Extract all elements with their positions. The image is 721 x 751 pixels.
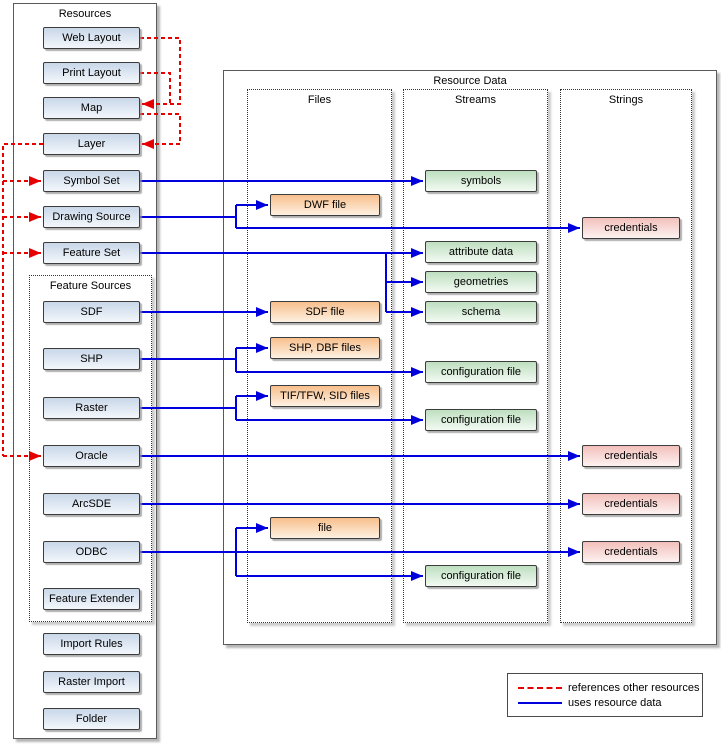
- node-map: Map: [43, 97, 140, 119]
- legend-uses-label: uses resource data: [568, 696, 662, 709]
- feature-sources-group-title: Feature Sources: [49, 280, 132, 292]
- node-tif-tfw-sid-files: TIF/TFW, SID files: [270, 385, 380, 407]
- node-credentials-2: credentials: [582, 445, 680, 467]
- node-schema: schema: [425, 301, 537, 323]
- node-configuration-file-2: configuration file: [425, 409, 537, 431]
- node-raster-import: Raster Import: [43, 671, 140, 693]
- uses-line-sample: [518, 701, 562, 704]
- node-attribute-data: attribute data: [425, 241, 537, 263]
- node-configuration-file-3: configuration file: [425, 565, 537, 587]
- node-odbc: ODBC: [43, 541, 140, 563]
- node-sdf: SDF: [43, 301, 140, 323]
- files-column-title: Files: [307, 94, 332, 106]
- node-dwf-file: DWF file: [270, 194, 380, 216]
- node-symbols: symbols: [425, 170, 537, 192]
- node-file: file: [270, 517, 380, 539]
- node-sdf-file: SDF file: [270, 301, 380, 323]
- node-web-layout: Web Layout: [43, 27, 140, 49]
- node-arcsde: ArcSDE: [43, 493, 140, 515]
- streams-column-title: Streams: [455, 94, 496, 106]
- node-credentials-1: credentials: [582, 217, 680, 239]
- node-print-layout: Print Layout: [43, 62, 140, 84]
- node-oracle: Oracle: [43, 445, 140, 467]
- resources-panel-title: Resources: [58, 8, 112, 20]
- legend-references-label: references other resources: [568, 681, 700, 694]
- legend: references other resources uses resource…: [507, 673, 703, 717]
- resource-data-panel-title: Resource Data: [433, 75, 507, 87]
- strings-column-title: Strings: [608, 94, 644, 106]
- node-drawing-source: Drawing Source: [43, 206, 140, 228]
- strings-column: Strings: [560, 89, 692, 623]
- legend-row-uses: uses resource data: [518, 697, 702, 709]
- node-layer: Layer: [43, 133, 140, 155]
- node-folder: Folder: [43, 708, 140, 730]
- node-shp-dbf-files: SHP, DBF files: [270, 337, 380, 359]
- legend-row-references: references other resources: [518, 682, 702, 694]
- node-shp: SHP: [43, 348, 140, 370]
- node-feature-set: Feature Set: [43, 242, 140, 264]
- node-geometries: geometries: [425, 271, 537, 293]
- references-line-sample: [518, 686, 562, 689]
- node-import-rules: Import Rules: [43, 633, 140, 655]
- node-symbol-set: Symbol Set: [43, 170, 140, 192]
- node-credentials-3: credentials: [582, 493, 680, 515]
- node-feature-extender: Feature Extender: [43, 588, 140, 610]
- node-credentials-4: credentials: [582, 541, 680, 563]
- node-raster: Raster: [43, 397, 140, 419]
- node-configuration-file-1: configuration file: [425, 361, 537, 383]
